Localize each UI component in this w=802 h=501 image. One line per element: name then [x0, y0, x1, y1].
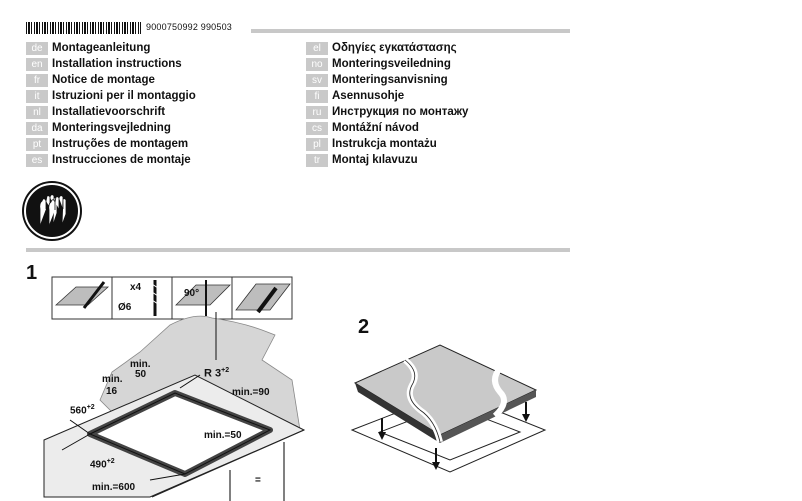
barcode — [26, 22, 141, 34]
lang-title: Montážní návod — [332, 122, 419, 134]
lang-title: Monteringsveiledning — [332, 58, 451, 70]
lang-title: Notice de montage — [52, 74, 155, 86]
lang-code: fr — [26, 73, 48, 87]
dim-560-tolerance: +2 — [86, 404, 95, 411]
lang-title: Οδηγίες εγκατάστασης — [332, 42, 457, 54]
lang-title: Asennusohje — [332, 90, 405, 102]
lang-row-ru: ru Инструкция по монтажу — [306, 105, 468, 119]
lang-title: Montageanleitung — [52, 42, 151, 54]
lang-row-de: de Montageanleitung — [26, 41, 150, 55]
lang-row-en: en Installation instructions — [26, 57, 182, 71]
lang-code: no — [306, 57, 328, 71]
lang-row-fi: fi Asennusohje — [306, 89, 404, 103]
lang-title: Installatievoorschrift — [52, 106, 166, 118]
lang-row-pl: pl Instrukcja montażu — [306, 137, 437, 151]
dim-min50-top: min. — [130, 359, 151, 370]
lang-code: tr — [306, 153, 328, 167]
dim-min90: min.=90 — [232, 387, 270, 398]
lang-code: fi — [306, 89, 328, 103]
lang-row-sv: sv Monteringsanvisning — [306, 73, 448, 87]
lang-code: ru — [306, 105, 328, 119]
lang-title: Monteringsanvisning — [332, 74, 448, 86]
lang-code: it — [26, 89, 48, 103]
section-divider — [26, 248, 570, 252]
dim-490-tolerance: +2 — [106, 458, 115, 465]
lang-row-da: da Monteringsvejledning — [26, 121, 171, 135]
angle-label: 90° — [184, 288, 200, 299]
lang-row-nl: nl Installatievoorschrift — [26, 105, 165, 119]
dim-560: 560+2 — [70, 404, 95, 416]
lang-row-tr: tr Montaj kılavuzu — [306, 153, 418, 167]
lang-title: Инструкция по монтажу — [332, 106, 469, 118]
lang-code: es — [26, 153, 48, 167]
dim-min600: min.=600 — [92, 482, 136, 493]
lang-row-cs: cs Montážní návod — [306, 121, 419, 135]
dim-equal: = — [255, 475, 261, 486]
lang-row-pt: pt Instruções de montagem — [26, 137, 188, 151]
lang-code: en — [26, 57, 48, 71]
dim-min16-top: min. — [102, 374, 123, 385]
dim-min16-value: 16 — [106, 386, 118, 397]
dim-560-value: 560 — [70, 405, 87, 417]
lang-code: da — [26, 121, 48, 135]
header-rule — [251, 29, 570, 33]
lang-title: Istruzioni per il montaggio — [52, 90, 196, 102]
lang-code: cs — [306, 121, 328, 135]
lang-title: Instrucciones de montaje — [52, 154, 191, 166]
tool-strip — [51, 276, 293, 320]
lang-title: Monteringsvejledning — [52, 122, 171, 134]
lang-title: Montaj kılavuzu — [332, 154, 418, 166]
lang-row-no: no Monteringsveiledning — [306, 57, 451, 71]
lang-code: de — [26, 41, 48, 55]
lang-title: Installation instructions — [52, 58, 182, 70]
lang-title: Instrukcja montażu — [332, 138, 437, 150]
lang-code: pl — [306, 137, 328, 151]
lang-code: pt — [26, 137, 48, 151]
dim-min50-inner: min.=50 — [204, 430, 242, 441]
dim-radius-value: R 3 — [204, 367, 222, 380]
dim-490-value: 490 — [90, 459, 107, 471]
lang-code: sv — [306, 73, 328, 87]
dim-radius: R 3+2 — [204, 367, 229, 380]
drill-count-label: x4 — [130, 282, 142, 293]
lang-row-fr: fr Notice de montage — [26, 73, 155, 87]
dim-radius-tolerance: +2 — [221, 367, 230, 374]
lang-row-el: el Οδηγίες εγκατάστασης — [306, 41, 457, 55]
dim-min50-value: 50 — [135, 369, 147, 380]
lang-code: el — [306, 41, 328, 55]
drill-size-label: Ø6 — [118, 302, 132, 313]
step-2-number: 2 — [358, 316, 370, 338]
dim-490: 490+2 — [90, 458, 115, 470]
lang-row-it: it Istruzioni per il montaggio — [26, 89, 196, 103]
step-1-number: 1 — [26, 262, 38, 284]
lang-row-es: es Instrucciones de montaje — [26, 153, 191, 167]
document-number: 9000750992 990503 — [146, 22, 232, 32]
gloves-icon — [24, 183, 80, 239]
lang-title: Instruções de montagem — [52, 138, 189, 150]
lang-code: nl — [26, 105, 48, 119]
